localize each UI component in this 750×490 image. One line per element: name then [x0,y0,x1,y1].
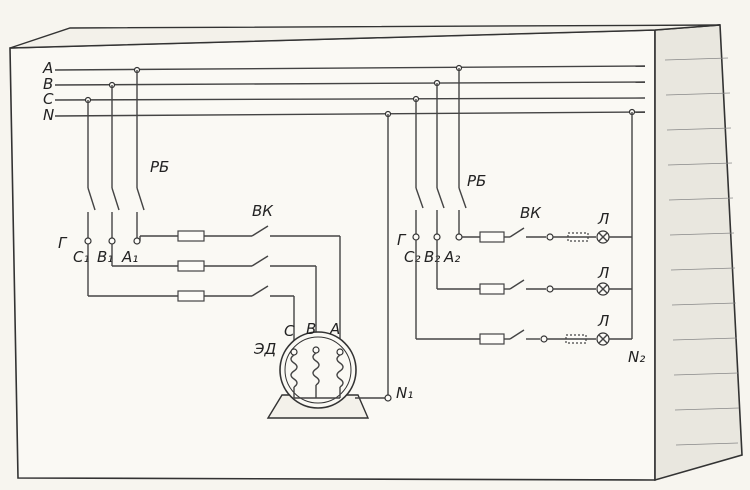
bus-lines [54,65,646,117]
left-knife-switch [84,187,145,245]
neutral-n1 [355,110,392,402]
right-wk-label: ВК [520,204,542,222]
left-switch-label: РБ [150,158,169,176]
n2-label: N₂ [628,348,645,366]
right-knife-switch [412,187,467,241]
n1-label: N₁ [396,384,413,402]
right-g-label: Г [397,231,407,249]
right-a-label: А₂ [443,248,460,266]
left-wk-label: ВК [252,202,274,220]
motor-terminal-c: С [284,322,295,340]
right-lamp-circuits [415,108,636,346]
left-feeders [87,225,341,350]
bus-label-n: N [43,106,54,124]
right-b-label: В₂ [424,248,440,266]
motor-terminal-b: В [306,320,316,338]
left-a-label: А₁ [121,248,138,266]
left-g-label: Г [58,234,68,252]
bus-label-c: C [43,90,54,108]
lamp-label-2: Л [597,264,609,282]
right-c-label: С₂ [404,248,421,266]
lamp-label-1: Л [597,210,609,228]
right-drops [412,64,463,188]
lamp-label-3: Л [597,312,609,330]
left-c-label: C₁ [73,248,90,266]
left-b-label: В₁ [97,248,113,266]
panel-box [9,24,743,482]
motor-terminal-a: А [329,320,340,338]
left-drops [84,66,141,188]
bus-label-b: B [43,75,53,93]
right-switch-label: РБ [467,172,486,190]
bus-label-a: A [42,59,53,77]
motor-label: ЭД [253,340,276,358]
motor [266,331,370,419]
panel-side-hatching [664,57,740,446]
